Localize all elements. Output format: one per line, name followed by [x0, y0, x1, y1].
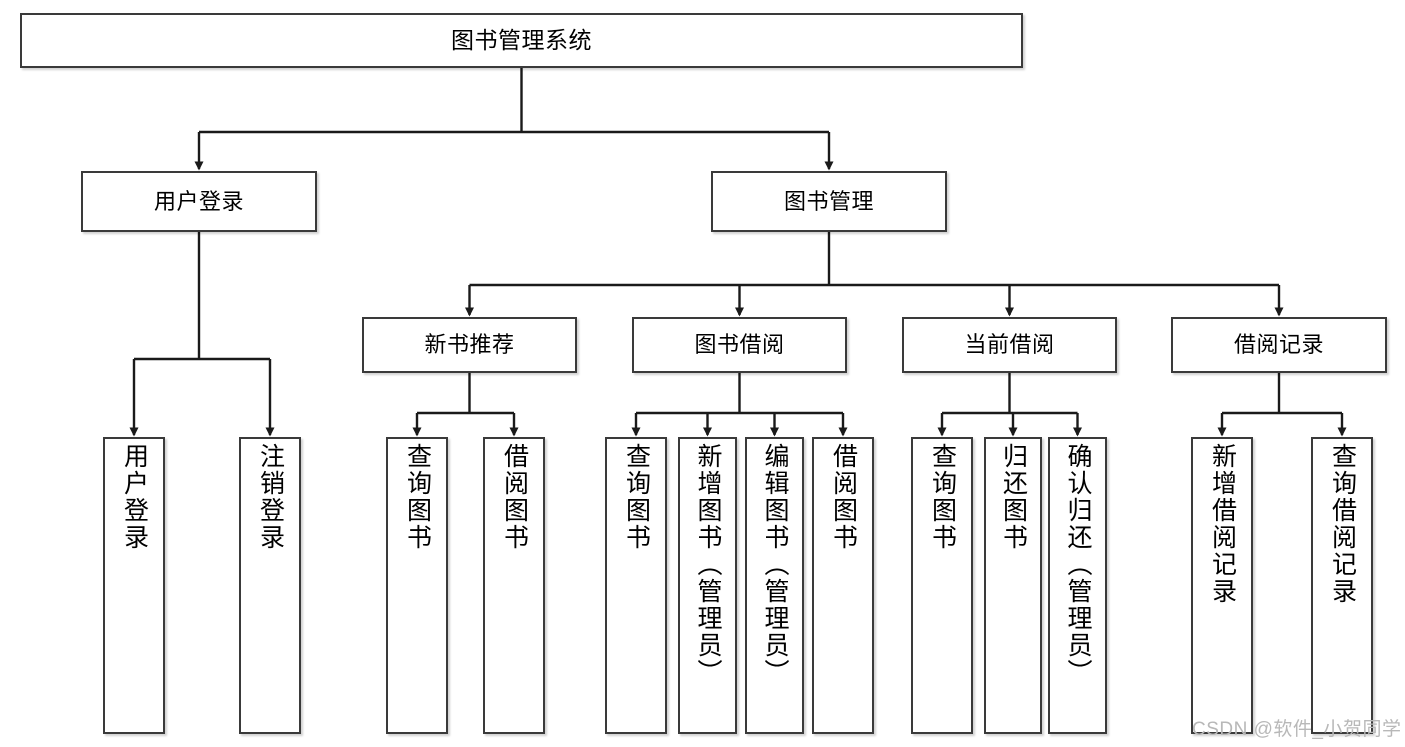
node-label-book-borrow: 图书借阅 — [694, 332, 785, 358]
node-leaf-b2[interactable]: 借阅图书 — [812, 437, 874, 734]
node-label-root: 图书管理系统 — [451, 27, 592, 54]
node-label-leaf-q-rec: 查询借阅记录 — [1328, 443, 1357, 605]
node-new-book-rec[interactable]: 新书推荐 — [362, 317, 577, 373]
node-label-leaf-add-rec: 新增借阅记录 — [1208, 443, 1237, 605]
node-label-leaf-b2: 借阅图书 — [829, 443, 858, 551]
node-leaf-q1[interactable]: 查询图书 — [386, 437, 448, 734]
node-leaf-b1[interactable]: 借阅图书 — [483, 437, 545, 734]
node-leaf-logout[interactable]: 注销登录 — [239, 437, 301, 734]
node-label-leaf-add: 新增图书（管理员） — [694, 443, 722, 686]
node-label-borrow-record: 借阅记录 — [1233, 332, 1324, 358]
node-label-leaf-login: 用户登录 — [120, 443, 149, 551]
node-root[interactable]: 图书管理系统 — [20, 13, 1023, 68]
node-label-leaf-b1: 借阅图书 — [500, 443, 529, 551]
csdn-watermark: CSDN @软件_小贺同学 — [1192, 719, 1402, 740]
node-book-manage[interactable]: 图书管理 — [711, 171, 947, 232]
node-label-book-manage: 图书管理 — [783, 188, 874, 214]
node-leaf-q2[interactable]: 查询图书 — [605, 437, 667, 734]
node-leaf-edit[interactable]: 编辑图书（管理员） — [745, 437, 804, 734]
node-label-leaf-q1: 查询图书 — [403, 443, 432, 551]
node-label-current-borrow: 当前借阅 — [964, 332, 1055, 358]
node-borrow-record[interactable]: 借阅记录 — [1171, 317, 1387, 373]
node-leaf-return[interactable]: 归还图书 — [984, 437, 1042, 734]
node-leaf-add-rec[interactable]: 新增借阅记录 — [1191, 437, 1253, 734]
node-book-borrow[interactable]: 图书借阅 — [632, 317, 847, 373]
node-leaf-q-rec[interactable]: 查询借阅记录 — [1311, 437, 1373, 734]
node-current-borrow[interactable]: 当前借阅 — [902, 317, 1117, 373]
node-label-leaf-return: 归还图书 — [999, 443, 1028, 551]
node-label-user-login: 用户登录 — [153, 188, 244, 214]
node-leaf-add[interactable]: 新增图书（管理员） — [678, 437, 737, 734]
node-label-new-book-rec: 新书推荐 — [424, 332, 515, 358]
node-leaf-q3[interactable]: 查询图书 — [911, 437, 973, 734]
node-label-leaf-logout: 注销登录 — [256, 443, 285, 551]
node-label-leaf-confirm: 确认归还（管理员） — [1064, 443, 1092, 686]
node-label-leaf-edit: 编辑图书（管理员） — [761, 443, 789, 686]
node-label-leaf-q2: 查询图书 — [622, 443, 651, 551]
node-leaf-login[interactable]: 用户登录 — [103, 437, 165, 734]
node-label-leaf-q3: 查询图书 — [928, 443, 957, 551]
node-leaf-confirm[interactable]: 确认归还（管理员） — [1048, 437, 1107, 734]
node-user-login[interactable]: 用户登录 — [81, 171, 317, 232]
